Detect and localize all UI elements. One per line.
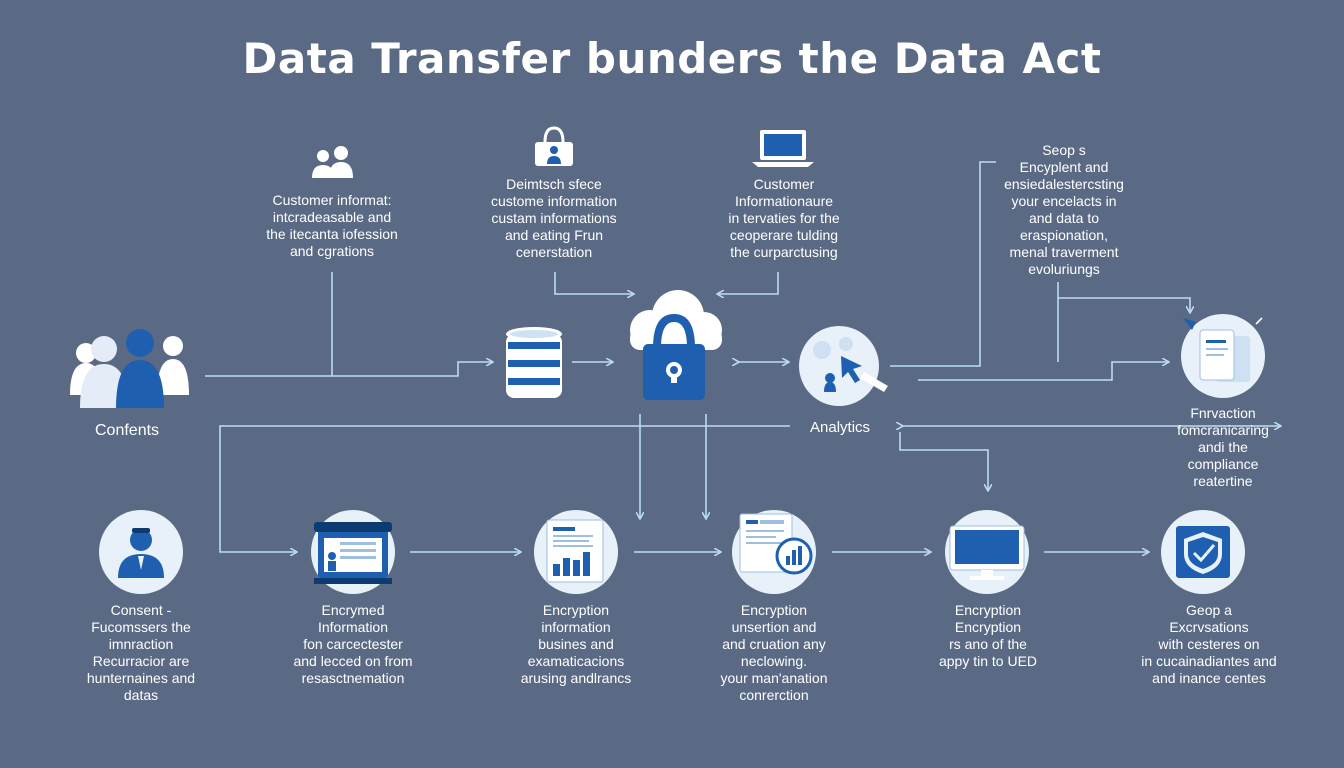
- bottom-text-4-line: unsertion and: [731, 619, 817, 635]
- consents-label: Confents: [95, 422, 160, 439]
- bottom-text-3-line: examaticacions: [527, 653, 625, 669]
- browser-window-icon: [311, 510, 395, 594]
- bottom-text-2: Encrymed Information fon carcectester an…: [278, 602, 428, 687]
- connector-top3-cloud: [718, 272, 779, 294]
- bottom-text-3: Encryption information busines and exama…: [498, 602, 654, 687]
- bottom-text-1-line: Fucomssers the: [91, 619, 191, 635]
- top-text-4: Seop s Encyplent and ensiedalestercsting…: [978, 142, 1150, 278]
- top-text-3-line: Informationaure: [734, 193, 834, 209]
- bottom-text-5-line: rs ano of the: [949, 636, 1027, 652]
- top-text-1: Customer informat: intcradeasable and th…: [246, 192, 418, 260]
- top-text-3-line: Customer: [753, 176, 815, 192]
- top-text-1-line: and cgrations: [289, 243, 375, 259]
- document-stack-icon: [1181, 314, 1265, 398]
- connector-lines: [205, 161, 1280, 552]
- top-text-4-line: Encyplent and: [1019, 159, 1109, 175]
- bottom-text-5-line: Encryption: [954, 619, 1022, 635]
- bottom-text-3-line: arusing andlrancs: [520, 670, 632, 686]
- bottom-text-2-line: Encrymed: [321, 602, 385, 618]
- top-text-2-line: custam informations: [491, 210, 617, 226]
- document-text-line: Fnrvaction: [1190, 405, 1256, 421]
- bottom-text-1: Consent - Fucomssers the imnraction Recu…: [66, 602, 216, 704]
- bottom-text-6: Geop a Excrvsations with cesteres on in …: [1124, 602, 1294, 687]
- bottom-text-1-line: hunternaines and: [86, 670, 196, 686]
- diagram-title: Data Transfer bunders the Data Act: [242, 34, 1102, 83]
- people-group-icon: [70, 329, 189, 408]
- bottom-text-2-line: and lecced on from: [293, 653, 413, 669]
- top-text-4-line: evoluriungs: [1028, 261, 1100, 277]
- bottom-text-1-line: Recurracior are: [92, 653, 190, 669]
- top-text-4-line: Seop s: [1042, 142, 1086, 158]
- top-text-4-line: ensiedalestercsting: [1004, 176, 1124, 192]
- bottom-text-4-line: neclowing.: [740, 653, 808, 669]
- bottom-text-2-line: resasctnemation: [301, 670, 405, 686]
- top-text-1-line: intcradeasable and: [272, 209, 392, 225]
- bottom-text-2-line: Information: [317, 619, 389, 635]
- top-text-4-line: and data to: [1028, 210, 1100, 226]
- connector-right-document: [1057, 282, 1190, 312]
- top-text-2-line: and eating Frun: [504, 227, 604, 243]
- lock-person-icon: [535, 126, 573, 166]
- bottom-text-5-line: Encryption: [954, 602, 1022, 618]
- document-text-line: andi the: [1198, 439, 1248, 455]
- bottom-text-4-line: your man'anation: [720, 670, 828, 686]
- monitor-icon: [945, 510, 1029, 594]
- bottom-text-1-line: datas: [123, 687, 159, 703]
- report-chart-icon: [534, 510, 618, 594]
- bottom-text-6-line: and inance centes: [1152, 670, 1266, 686]
- analytics-label: Analytics: [810, 419, 871, 436]
- top-text-3-line: ceoperare tulding: [729, 227, 839, 243]
- document-text-line: fomcranicaring: [1177, 422, 1269, 438]
- top-text-3: Customer Informationaure in tervaties fo…: [698, 176, 870, 261]
- bottom-text-6-line: in cucainadiantes and: [1141, 653, 1277, 669]
- bottom-text-5: Encryption Encryption rs ano of the appy…: [912, 602, 1064, 670]
- bottom-text-3-line: Encryption: [542, 602, 610, 618]
- top-text-2: Deimtsch sfece custome information custa…: [468, 176, 640, 261]
- top-text-2-line: Deimtsch sfece: [506, 176, 602, 192]
- bottom-text-4-line: conrerction: [739, 687, 809, 703]
- bottom-text-3-line: information: [541, 619, 611, 635]
- bottom-text-4-line: Encryption: [740, 602, 808, 618]
- shield-check-icon: [1161, 510, 1245, 594]
- bottom-text-6-line: Geop a: [1186, 602, 1232, 618]
- person-icon: [99, 510, 183, 594]
- top-text-3-line: in tervaties for the: [728, 210, 840, 226]
- bottom-text-1-line: Consent -: [110, 602, 172, 618]
- bottom-text-1-line: imnraction: [108, 636, 174, 652]
- top-text-2-line: cenerstation: [515, 244, 593, 260]
- top-text-4-line: menal traverment: [1009, 244, 1119, 260]
- top-text-4-line: your encelacts in: [1011, 193, 1117, 209]
- bottom-text-4-line: and cruation any: [722, 636, 826, 652]
- bottom-text-6-line: with cesteres on: [1158, 636, 1260, 652]
- document-text: Fnrvaction fomcranicaring andi the compl…: [1150, 405, 1296, 490]
- connector-analytics-document: [918, 362, 1168, 381]
- top-text-1-line: the itecanta iofession: [266, 226, 398, 242]
- bottom-text-3-line: busines and: [538, 636, 614, 652]
- connector-analytics-monitor: [899, 432, 988, 490]
- laptop-icon: [752, 130, 814, 167]
- top-text-2-line: custome information: [490, 193, 618, 209]
- top-text-3-line: the curparctusing: [730, 244, 838, 260]
- bottom-text-4: Encryption unsertion and and cruation an…: [698, 602, 850, 704]
- document-text-line: compliance: [1187, 456, 1259, 472]
- document-chart-icon: [732, 510, 816, 594]
- connector-consents-database: [205, 362, 492, 377]
- users-icon: [312, 146, 353, 178]
- connector-analytics-right: [890, 161, 996, 367]
- analytics-cursor-icon: [799, 326, 888, 406]
- bottom-text-2-line: fon carcectester: [303, 636, 403, 652]
- top-text-1-line: Customer informat:: [272, 192, 392, 208]
- bottom-text-6-line: Excrvsations: [1169, 619, 1249, 635]
- connector-analytics-left: [219, 425, 790, 552]
- database-icon: [506, 327, 562, 398]
- top-text-4-line: eraspionation,: [1020, 227, 1108, 243]
- connector-top2-cloud: [554, 272, 633, 294]
- document-text-line: reatertine: [1193, 473, 1253, 489]
- cloud-lock-icon: [630, 290, 722, 400]
- bottom-text-5-line: appy tin to UED: [938, 653, 1038, 669]
